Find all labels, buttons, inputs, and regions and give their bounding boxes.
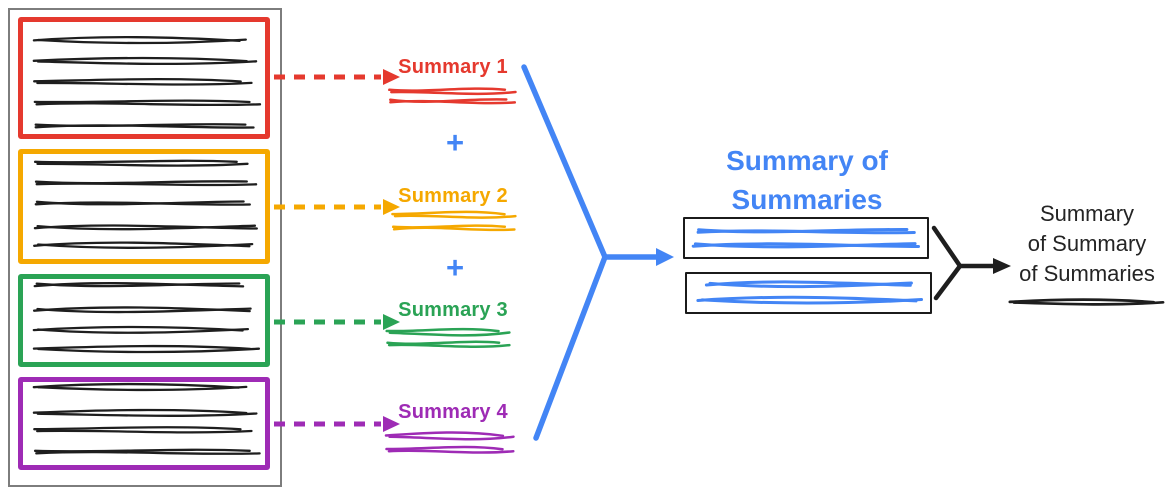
plus-sign-2: +	[445, 250, 465, 285]
doc-section-1	[18, 17, 270, 139]
doc-text-scribbles-4	[32, 382, 261, 455]
black-merge-arrow	[931, 225, 1011, 301]
merged-box-1-scribbles	[691, 227, 920, 249]
doc-section-2	[18, 149, 270, 264]
summary-1-scribbles	[388, 87, 517, 105]
final-summary-label: Summary of Summary of Summaries	[1002, 199, 1170, 289]
summary-2-scribbles	[391, 210, 517, 232]
doc-section-4	[18, 377, 270, 470]
summary-4-label: Summary 4	[398, 401, 508, 423]
summary-1-label: Summary 1	[398, 56, 508, 78]
summary-3-scribbles	[385, 327, 511, 348]
summary-of-summaries-title: Summary of Summaries	[726, 145, 888, 215]
dashed-arrow-section-1-to-summary-1	[274, 69, 400, 85]
summary-3-label: Summary 3	[398, 299, 508, 321]
merged-summary-box-2	[685, 272, 932, 314]
final-summary-line-1: Summary	[1039, 201, 1135, 226]
summary-2-label: Summary 2	[398, 185, 508, 207]
dashed-arrow-section-2-to-summary-2	[274, 199, 400, 215]
final-summary-line-3: of Summaries	[1019, 261, 1155, 286]
merged-summary-box-1	[683, 217, 929, 259]
doc-text-scribbles-3	[32, 282, 261, 354]
dashed-arrow-section-4-to-summary-4	[274, 416, 400, 432]
doc-section-3	[18, 274, 270, 367]
merged-box-2-scribbles	[696, 280, 923, 305]
doc-text-scribbles-1	[32, 36, 262, 129]
summary-4-scribbles	[384, 431, 515, 454]
doc-text-scribbles-2	[33, 159, 258, 249]
blue-merge-arrow	[521, 64, 674, 441]
final-summary-line-2: of Summary	[1027, 231, 1147, 256]
plus-sign-1: +	[445, 125, 465, 160]
final-summary-scribble	[1008, 298, 1165, 306]
dashed-arrow-section-3-to-summary-3	[274, 314, 400, 330]
